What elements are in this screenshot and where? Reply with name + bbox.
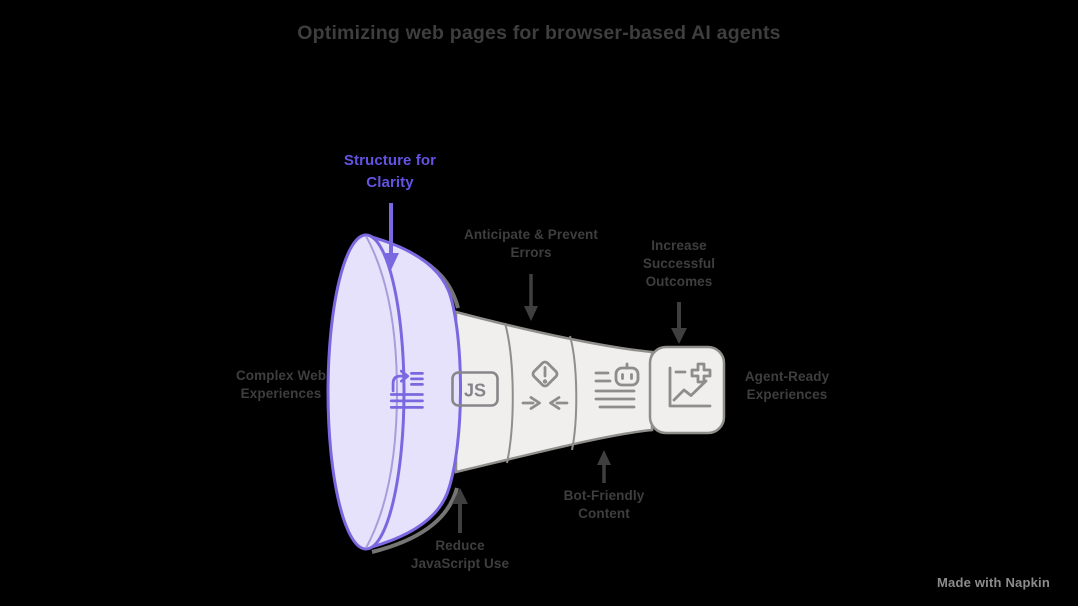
stage-label-structure: Structure for Clarity	[320, 150, 460, 194]
stage-label-outcomes-line1: Increase	[651, 238, 707, 253]
connector-bot-content	[597, 450, 611, 483]
error-merge-icon	[520, 356, 570, 414]
input-label: Complex Web Experiences	[231, 367, 331, 403]
robot-text-icon	[594, 362, 646, 410]
output-label-line1: Agent-Ready	[744, 369, 830, 384]
stage-label-javascript-line1: Reduce	[435, 538, 485, 553]
stage-label-outcomes-line3: Outcomes	[645, 273, 713, 289]
stage-dividers	[504, 322, 578, 464]
funnel-mouth-ellipse	[326, 233, 406, 551]
stage-label-bot-content: Bot-Friendly Content	[549, 487, 659, 523]
stage-label-bot-content-line2: Content	[578, 505, 630, 521]
stage-label-errors: Anticipate & Prevent Errors	[446, 226, 616, 262]
stage-label-errors-line1: Anticipate & Prevent	[463, 227, 599, 242]
diagram-title: Optimizing web pages for browser-based A…	[297, 22, 781, 44]
stage-label-structure-line1: Structure for	[343, 152, 437, 169]
funnel-end-cap	[648, 345, 726, 435]
stage-label-errors-line2: Errors	[510, 244, 552, 260]
funnel-body	[454, 310, 654, 474]
stage-label-structure-line2: Clarity	[366, 173, 414, 191]
output-label-line2: Experiences	[746, 386, 828, 402]
input-label-line1: Complex Web	[235, 368, 327, 383]
js-badge-text: JS	[464, 381, 486, 401]
watermark-text: Made with Napkin	[937, 575, 1050, 590]
structure-arrow	[383, 203, 399, 270]
js-badge-icon: JS	[450, 370, 500, 408]
connector-outcomes	[671, 302, 687, 344]
chart-plus-icon	[662, 360, 716, 412]
stage-label-javascript: Reduce JavaScript Use	[405, 537, 515, 573]
stage-label-outcomes: Increase Successful Outcomes	[624, 237, 734, 290]
funnel-mouth-rim	[365, 235, 399, 549]
connector-errors	[524, 274, 538, 321]
input-label-line2: Experiences	[240, 385, 322, 401]
stage-label-outcomes-line2: Successful	[642, 255, 716, 271]
indent-flow-icon	[383, 364, 427, 414]
stage-label-bot-content-line1: Bot-Friendly	[563, 488, 645, 503]
connector-javascript	[452, 488, 468, 533]
stage-label-javascript-line2: JavaScript Use	[410, 555, 510, 571]
output-label: Agent-Ready Experiences	[737, 368, 837, 404]
